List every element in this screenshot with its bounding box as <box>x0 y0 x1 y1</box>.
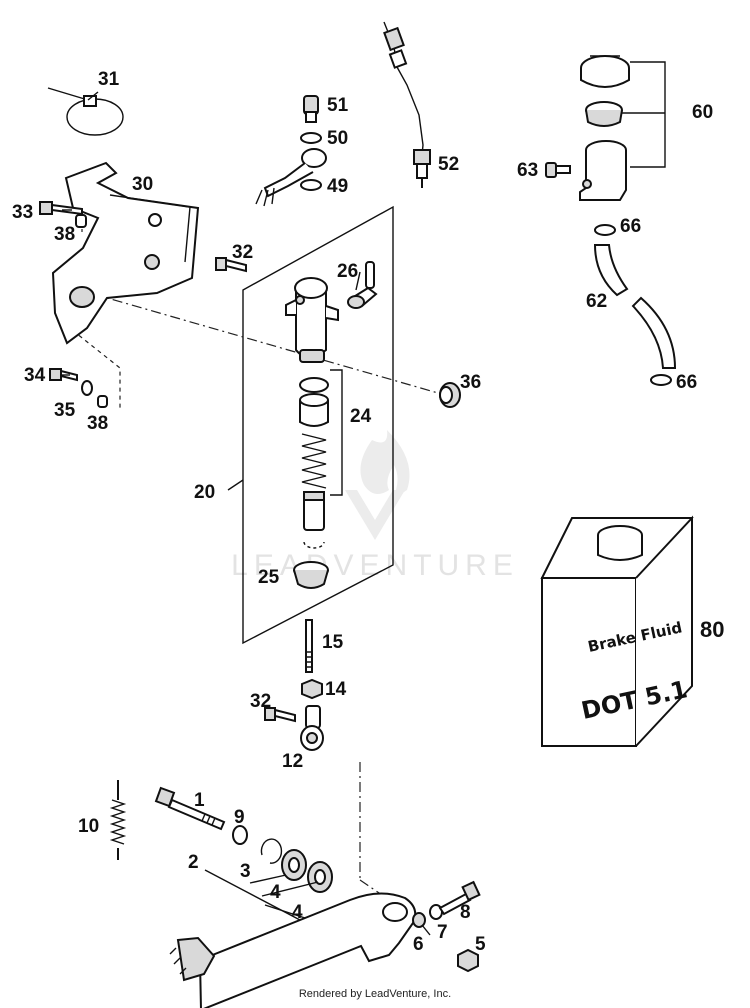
callout-1: 1 <box>194 790 205 811</box>
callout-9: 9 <box>234 807 245 828</box>
lock-nut-14 <box>301 678 323 700</box>
piston-spring <box>301 433 327 489</box>
piston <box>303 491 325 531</box>
brake-pedal-2 <box>169 892 417 1008</box>
callout-66-upper: 66 <box>620 216 641 237</box>
callouts: 31 30 33 38 34 35 38 51 50 49 52 32 26 3… <box>12 69 724 955</box>
guard-bracket-dash <box>56 290 121 408</box>
push-rod-15 <box>305 619 313 673</box>
rubber-grommet-36 <box>439 382 461 408</box>
callout-66-lower: 66 <box>676 372 697 393</box>
spacer-38-upper <box>75 214 87 228</box>
brake-light-switch <box>383 21 431 188</box>
callout-14: 14 <box>325 679 347 700</box>
callout-2: 2 <box>188 852 199 873</box>
pivot-bolt-1 <box>154 786 226 831</box>
spacer-38-lower <box>97 395 108 408</box>
callout-4b: 4 <box>292 902 303 923</box>
callout-49: 49 <box>327 176 348 197</box>
callout-20: 20 <box>194 482 215 503</box>
callout-62: 62 <box>586 291 607 312</box>
callout-3: 3 <box>240 861 251 882</box>
callout-31: 31 <box>98 69 120 90</box>
bearing-4b <box>307 861 333 893</box>
hose-62-upper <box>593 244 629 297</box>
cable-tie <box>47 87 124 136</box>
callout-80: 80 <box>700 617 724 642</box>
banjo-bolt <box>303 95 319 123</box>
circlip <box>303 541 325 549</box>
bracket-60 <box>630 61 666 168</box>
callout-38-lower: 38 <box>87 413 108 434</box>
callout-35: 35 <box>54 400 76 421</box>
reservoir-cap <box>580 55 630 88</box>
washer-6 <box>412 912 426 928</box>
callout-60: 60 <box>692 102 713 123</box>
bearing-4a <box>281 849 307 881</box>
brake-fluid-can: Brake Fluid DOT 5.1 <box>540 515 694 747</box>
washer-9 <box>232 825 248 845</box>
hose-fitting-26 <box>347 261 378 309</box>
callout-38-upper: 38 <box>54 224 75 245</box>
callout-52: 52 <box>438 154 459 175</box>
piston-cup <box>299 393 329 427</box>
bolt-32-lower <box>264 707 296 723</box>
circlip-3 <box>260 838 283 864</box>
bracket-24 <box>330 369 343 496</box>
callout-36: 36 <box>460 372 481 393</box>
callout-10: 10 <box>78 816 99 837</box>
washer-35 <box>81 380 93 396</box>
watermark: LEADVENTURE <box>231 430 513 582</box>
callout-63: 63 <box>517 160 538 181</box>
nut-5 <box>457 948 479 973</box>
footer-credit: Rendered by LeadVenture, Inc. <box>298 988 452 1000</box>
callout-34: 34 <box>24 365 46 386</box>
leader-lines <box>60 91 431 936</box>
callout-25: 25 <box>258 567 280 588</box>
sealing-washer-50 <box>300 132 322 144</box>
callout-6: 6 <box>413 934 424 955</box>
callout-26: 26 <box>337 261 358 282</box>
hose-clamp-66-lower <box>650 374 672 386</box>
callout-30: 30 <box>132 174 153 195</box>
callout-24: 24 <box>350 406 372 427</box>
screw-63 <box>545 162 571 178</box>
center-line-lower-2 <box>359 879 383 896</box>
reservoir-diaphragm <box>585 101 623 127</box>
callout-12: 12 <box>282 751 303 772</box>
dust-boot-25 <box>293 561 329 589</box>
callout-15: 15 <box>322 632 344 653</box>
callout-50: 50 <box>327 128 348 149</box>
piston-seal <box>299 377 329 393</box>
clevis-12 <box>300 705 324 751</box>
callout-32-upper: 32 <box>232 242 253 263</box>
center-line-upper <box>54 282 446 396</box>
sealing-washer-49 <box>300 179 322 191</box>
bolt-8 <box>438 880 481 916</box>
callout-32-lower: 32 <box>250 691 271 712</box>
callout-5: 5 <box>475 934 486 955</box>
return-spring-10 <box>109 780 127 860</box>
hose-clamp-66-upper <box>594 224 616 236</box>
brake-cylinder-guard <box>51 161 200 345</box>
hose-62-lower <box>631 296 677 369</box>
reservoir-body <box>579 140 627 201</box>
master-cylinder-group-frame <box>242 205 394 645</box>
callout-8: 8 <box>460 902 471 923</box>
banjo-fitting <box>255 148 327 207</box>
callout-7: 7 <box>437 922 448 943</box>
callout-4a: 4 <box>270 882 281 903</box>
master-cylinder <box>285 277 339 363</box>
callout-51: 51 <box>327 95 349 116</box>
callout-33: 33 <box>12 202 33 223</box>
bolt-32-upper <box>215 257 247 273</box>
